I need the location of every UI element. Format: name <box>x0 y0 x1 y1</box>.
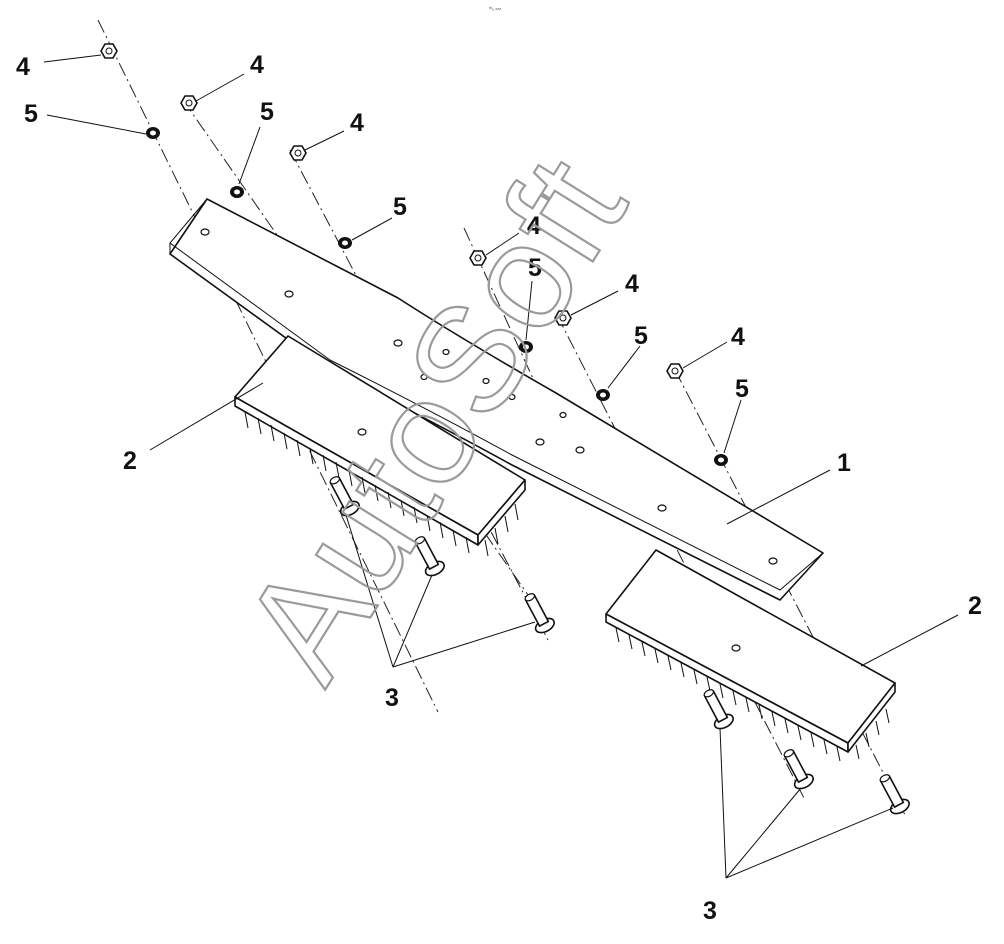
callout-bolts: 3 <box>385 684 399 712</box>
washer <box>714 454 728 466</box>
blade-hole <box>393 339 403 347</box>
blade-hole <box>482 377 490 385</box>
blade-hole <box>535 438 545 446</box>
callout-nut: 4 <box>250 51 264 79</box>
blade-hole <box>284 290 294 298</box>
leader-lines <box>43 54 959 879</box>
blade-hole <box>768 557 778 565</box>
nut <box>180 95 198 111</box>
blade-hole <box>575 446 585 454</box>
washer <box>230 186 244 198</box>
callout-washer: 5 <box>393 193 407 221</box>
callout-nut: 4 <box>350 109 364 137</box>
callout-washer: 5 <box>24 100 38 128</box>
nuts-group <box>100 43 684 379</box>
callout-washer: 5 <box>260 98 274 126</box>
nut <box>469 250 487 266</box>
blade-hole <box>657 504 667 512</box>
bolt <box>329 476 360 517</box>
nut <box>554 310 572 326</box>
header-mark: ᵐ₀ ₙₙₙ <box>489 6 501 12</box>
washer <box>596 389 610 401</box>
washer <box>519 341 533 353</box>
callout-washer: 5 <box>735 375 749 403</box>
bolt <box>414 536 445 577</box>
blade-hole <box>508 393 516 401</box>
nut <box>100 43 118 59</box>
callout-bolts: 3 <box>703 897 717 925</box>
blade-hole <box>420 373 428 381</box>
callout-blade: 1 <box>837 449 851 477</box>
callout-nut: 4 <box>16 53 30 81</box>
bolts-group <box>329 476 910 815</box>
blade-hole <box>200 228 210 236</box>
pad-left-part <box>234 335 526 557</box>
pad-right-part <box>605 549 896 762</box>
pad-hole <box>731 644 741 652</box>
washers-group <box>146 127 728 466</box>
callout-nut: 4 <box>625 270 639 298</box>
bolt <box>524 593 555 634</box>
blade-hole <box>559 411 567 419</box>
nut <box>289 145 307 161</box>
blade-hole <box>442 348 450 356</box>
blade-part <box>169 198 824 601</box>
bolt <box>879 774 910 815</box>
callout-washer: 5 <box>634 322 648 350</box>
callout-washer: 5 <box>528 254 542 282</box>
callouts: 4 5 4 5 4 5 4 5 4 5 4 5 1 2 2 3 3 <box>16 51 982 925</box>
callout-pad: 2 <box>968 592 982 620</box>
bolt <box>703 689 734 730</box>
callout-pad: 2 <box>123 447 137 475</box>
pad-hole <box>357 428 367 436</box>
callout-nut: 4 <box>731 323 745 351</box>
washer <box>338 237 352 249</box>
callout-nut: 4 <box>527 212 541 240</box>
bolt <box>783 749 814 790</box>
nut <box>666 363 684 379</box>
washer <box>146 127 160 139</box>
